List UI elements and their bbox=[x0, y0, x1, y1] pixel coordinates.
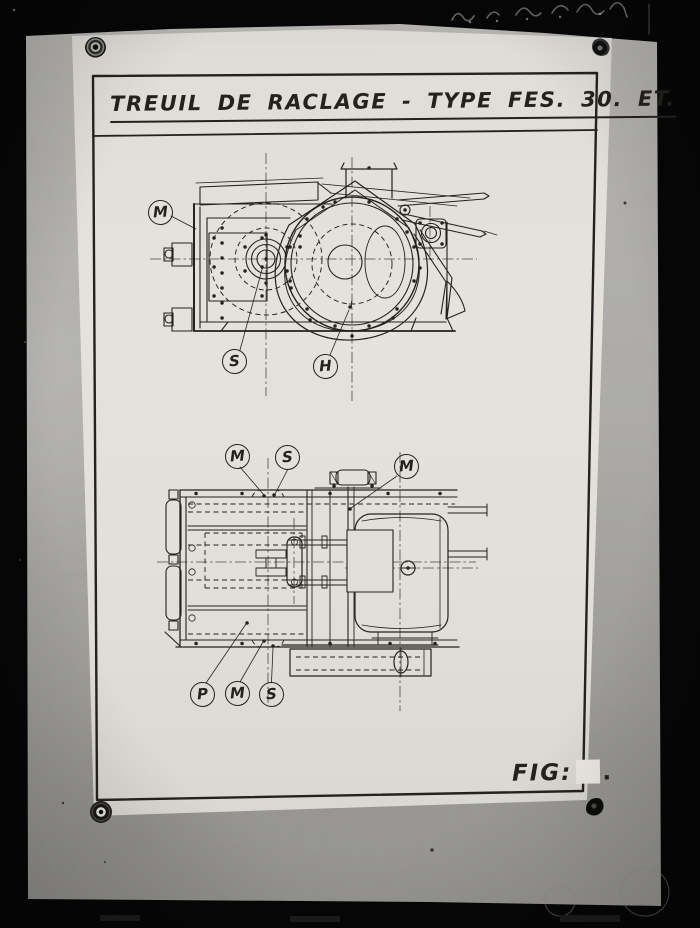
callout-letter: S bbox=[228, 351, 241, 371]
callout-letter: M bbox=[229, 446, 246, 466]
fig-block: FIG: . bbox=[512, 759, 613, 786]
pushpin-bottom-left bbox=[90, 801, 112, 823]
pushpin-top-left bbox=[85, 37, 106, 58]
callout-letter: M bbox=[229, 683, 246, 703]
pushpin-top-right bbox=[592, 37, 611, 56]
pushpin-bottom-right bbox=[586, 798, 607, 819]
callout-letter: M bbox=[398, 456, 415, 476]
callout-letter: S bbox=[281, 447, 294, 467]
callout-letter: H bbox=[318, 356, 333, 376]
callout-letter: M bbox=[152, 202, 169, 222]
fig-erased-patch bbox=[576, 759, 601, 784]
sheet-title-text: TREUIL DE RACLAGE - TYPE FES. 30. ET. bbox=[110, 86, 676, 123]
callout-letter: S bbox=[265, 684, 278, 704]
callout-letter: P bbox=[196, 684, 209, 704]
sheet-title: TREUIL DE RACLAGE - TYPE FES. 30. ET. bbox=[110, 86, 676, 123]
fig-dot: . bbox=[602, 759, 614, 786]
fig-label: FIG: bbox=[511, 759, 573, 787]
